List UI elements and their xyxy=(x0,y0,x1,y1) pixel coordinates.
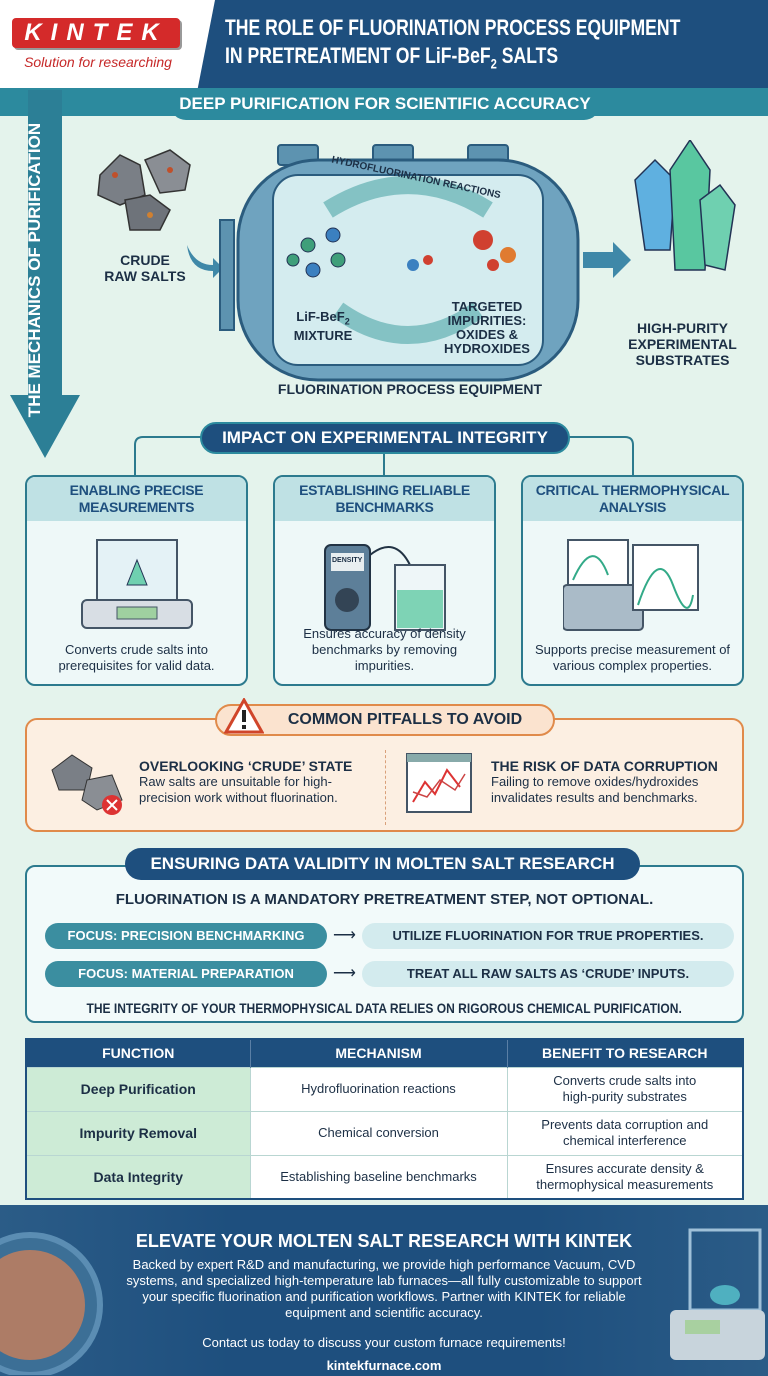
card-text: Ensures accuracy of density benchmarks b… xyxy=(303,626,466,673)
table-cell: Chemical conversion xyxy=(249,1110,508,1156)
down-arrow-icon xyxy=(10,90,80,458)
warning-icon xyxy=(224,698,264,734)
pitfall-title: THE RISK OF DATA CORRUPTION xyxy=(491,758,718,774)
column-header: MECHANISM xyxy=(250,1039,508,1067)
label-line: EXPERIMENTAL xyxy=(628,336,737,352)
section-title-impact: IMPACT ON EXPERIMENTAL INTEGRITY xyxy=(200,422,570,454)
divider xyxy=(385,750,386,825)
title-line-1: THE ROLE OF FLUORINATION PROCESS EQUIPME… xyxy=(225,15,681,40)
table-cell: Deep Purification xyxy=(25,1066,251,1112)
table-cell: Converts crude salts into high-purity su… xyxy=(506,1066,744,1112)
label-line: OXIDES & xyxy=(455,327,519,342)
density-meter-icon xyxy=(324,544,446,631)
section-title-validity: ENSURING DATA VALIDITY IN MOLTEN SALT RE… xyxy=(125,848,640,880)
pitfall-title: OVERLOOKING ‘CRUDE’ STATE xyxy=(139,758,353,774)
label-line: MIXTURE xyxy=(293,327,353,343)
fluorination-vessel xyxy=(219,144,580,382)
validity-statement: FLUORINATION IS A MANDATORY PRETREATMENT… xyxy=(115,891,654,908)
title-line-2: IN PRETREATMENT OF LiF-BeF2 SALTS xyxy=(225,42,657,77)
lab-balance-icon xyxy=(81,539,193,629)
crude-salt-rocks-icon xyxy=(97,149,191,231)
card-thermophysical-analysis: CRITICAL THERMOPHYSICAL ANALYSIS Support… xyxy=(521,475,744,686)
focus-pill: FOCUS: PRECISION BENCHMARKING xyxy=(45,923,327,949)
label-subscript: 2 xyxy=(344,316,350,327)
section-title-purification: DEEP PURIFICATION FOR SCIENTIFIC ACCURAC… xyxy=(170,88,600,120)
label-line: RAW SALTS xyxy=(104,268,186,284)
arrow-right-icon: ⟶ xyxy=(333,965,356,982)
arrow-right-icon xyxy=(187,245,223,278)
arrow-right-icon: ⟶ xyxy=(333,927,356,944)
table-cell: Establishing baseline benchmarks xyxy=(249,1154,508,1200)
label-line: HIGH-PURITY xyxy=(637,320,728,336)
equipment-label: FLUORINATION PROCESS EQUIPMENT xyxy=(277,381,543,397)
footer-website-link[interactable]: kintekfurnace.com xyxy=(326,1358,442,1373)
card-reliable-benchmarks: ESTABLISHING RELIABLE BENCHMARKS DENSITY… xyxy=(273,475,496,686)
card-title: CRITICAL THERMOPHYSICAL ANALYSIS xyxy=(523,477,742,521)
pitfall-text: Failing to remove oxides/hydroxides inva… xyxy=(491,774,699,805)
column-header: BENEFIT TO RESEARCH xyxy=(507,1039,744,1067)
title-text: IN PRETREATMENT OF LiF-BeF xyxy=(225,43,491,68)
corrupted-chart-icon xyxy=(406,753,472,813)
validity-conclusion: THE INTEGRITY OF YOUR THERMOPHYSICAL DAT… xyxy=(27,1000,742,1016)
action-pill: TREAT ALL RAW SALTS AS ‘CRUDE’ INPUTS. xyxy=(362,961,734,987)
table-cell: Hydrofluorination reactions xyxy=(249,1066,508,1112)
footer-cta-text: Contact us today to discuss your custom … xyxy=(202,1335,566,1350)
footer-body: Backed by expert R&D and manufacturing, … xyxy=(126,1257,642,1320)
column-header: FUNCTION xyxy=(26,1039,251,1067)
footer-title: ELEVATE YOUR MOLTEN SALT RESEARCH WITH K… xyxy=(135,1231,633,1251)
lab-balance-icon xyxy=(670,1228,765,1360)
table-cell: Prevents data corruption and chemical in… xyxy=(506,1110,744,1156)
table-cell: Data Integrity xyxy=(25,1154,251,1200)
furnace-window-icon xyxy=(0,1232,103,1375)
table-cell: Ensures accurate density & thermophysica… xyxy=(506,1154,744,1200)
validity-conclusion-text: THE INTEGRITY OF YOUR THERMOPHYSICAL DAT… xyxy=(86,1000,683,1016)
label-line: CRUDE xyxy=(120,252,170,268)
card-text: Supports precise measurement of various … xyxy=(534,642,731,673)
crystal-substrates-icon xyxy=(634,140,736,271)
table-cell: Impurity Removal xyxy=(25,1110,251,1156)
page-title: THE ROLE OF FLUORINATION PROCESS EQUIPME… xyxy=(225,14,765,77)
kintek-logo: KINTEK xyxy=(12,18,180,48)
focus-pill: FOCUS: MATERIAL PREPARATION xyxy=(45,961,327,987)
logo-area: KINTEK Solution for researching xyxy=(0,0,215,88)
label-line: SUBSTRATES xyxy=(635,352,730,368)
action-pill: UTILIZE FLUORINATION FOR TRUE PROPERTIES… xyxy=(362,923,734,949)
summary-table: FUNCTION MECHANISM BENEFIT TO RESEARCH D… xyxy=(25,1038,744,1200)
label-text: LiF-BeF xyxy=(296,309,345,324)
arrow-right-icon xyxy=(583,242,631,278)
logo-tagline: Solution for researching xyxy=(24,54,172,70)
rocks-error-icon xyxy=(51,754,123,815)
card-precise-measurements: ENABLING PRECISE MEASUREMENTS Converts c… xyxy=(25,475,248,686)
label-line: TARGETED xyxy=(451,299,523,314)
footer-cta: ELEVATE YOUR MOLTEN SALT RESEARCH WITH K… xyxy=(0,1205,768,1376)
card-title: ESTABLISHING RELIABLE BENCHMARKS xyxy=(275,477,494,521)
mechanics-side-label: THE MECHANICS OF PURIFICATION xyxy=(25,122,44,418)
table-header-row: FUNCTION MECHANISM BENEFIT TO RESEARCH xyxy=(26,1039,744,1067)
card-text: Converts crude salts into prerequisites … xyxy=(58,642,215,673)
card-title: ENABLING PRECISE MEASUREMENTS xyxy=(27,477,246,521)
density-device-label: DENSITY xyxy=(332,557,363,564)
analysis-instrument-icon xyxy=(563,539,699,631)
label-line: IMPURITIES: xyxy=(447,313,527,328)
pitfall-text: Raw salts are unsuitable for high-precis… xyxy=(139,774,338,805)
validity-box: FLUORINATION IS A MANDATORY PRETREATMENT… xyxy=(25,865,744,1023)
section-title-pitfalls: COMMON PITFALLS TO AVOID xyxy=(215,704,555,736)
label-line: HYDROXIDES xyxy=(444,341,530,356)
title-text: SALTS xyxy=(496,43,559,68)
label-line: LiF-BeF2 xyxy=(278,310,368,329)
title-subscript: 2 xyxy=(490,55,497,72)
